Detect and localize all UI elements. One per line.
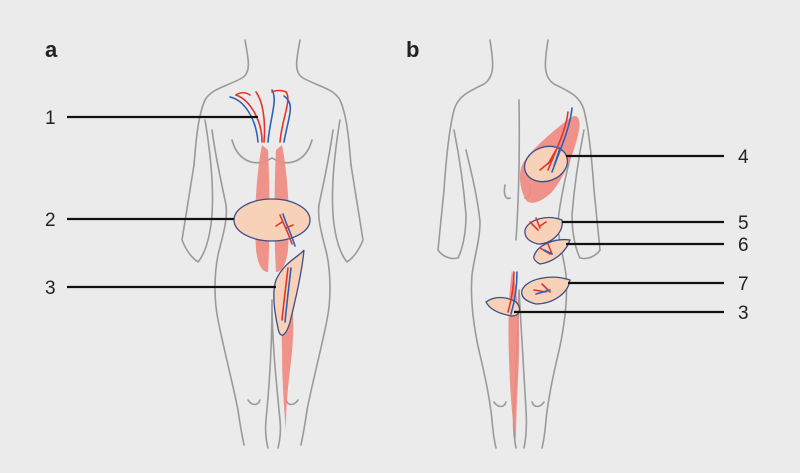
back-knees (493, 401, 545, 408)
thigh-flap-artery-back (507, 271, 515, 313)
callout-1: 1 (45, 108, 56, 129)
flap-5-vessels (529, 217, 547, 231)
callout-4: 4 (738, 147, 749, 168)
front-left-arm (181, 119, 214, 263)
callout-3-back: 3 (738, 303, 749, 324)
callout-6: 6 (738, 235, 749, 256)
back-neck-right (544, 39, 601, 251)
thoracodorsal-artery (539, 111, 569, 171)
callout-7: 7 (738, 274, 749, 295)
internal-mammary-vessels (229, 89, 292, 143)
front-inner-legs (264, 299, 282, 449)
back-right-arm (571, 129, 601, 260)
panel-a: a (45, 37, 364, 449)
back-torso-left (465, 149, 497, 449)
thigh-flap-vein-back (510, 271, 518, 315)
flap-7-vein (535, 289, 551, 295)
panel-b-label: b (406, 37, 419, 62)
abdominal-flap (233, 198, 311, 242)
thigh-flap-vein-front (284, 267, 292, 323)
flap-5 (524, 216, 563, 245)
front-chest (231, 139, 313, 164)
front-knees (247, 399, 299, 406)
back-left-arm (437, 129, 467, 260)
callout-3-front: 3 (45, 278, 56, 299)
panel-a-label: a (45, 37, 58, 62)
abdominal-flap-vein (282, 213, 296, 247)
callout-2: 2 (45, 210, 56, 231)
back-torso-right (541, 149, 573, 449)
panel-b: b (406, 37, 749, 449)
front-torso (211, 129, 334, 446)
back-body-outline (437, 39, 601, 449)
thoracodorsal-vein (551, 107, 573, 173)
flap-6-vein (543, 249, 553, 255)
front-head-neck (193, 39, 250, 166)
front-head-neck-right (295, 39, 352, 166)
front-body-outline (181, 39, 364, 449)
thigh-flap-artery-front (281, 267, 289, 321)
front-right-arm (331, 119, 364, 263)
thigh-muscle-back (508, 270, 520, 440)
back-neck-left (437, 39, 494, 251)
abdominal-perforators (275, 221, 294, 229)
callout-5: 5 (738, 213, 749, 234)
